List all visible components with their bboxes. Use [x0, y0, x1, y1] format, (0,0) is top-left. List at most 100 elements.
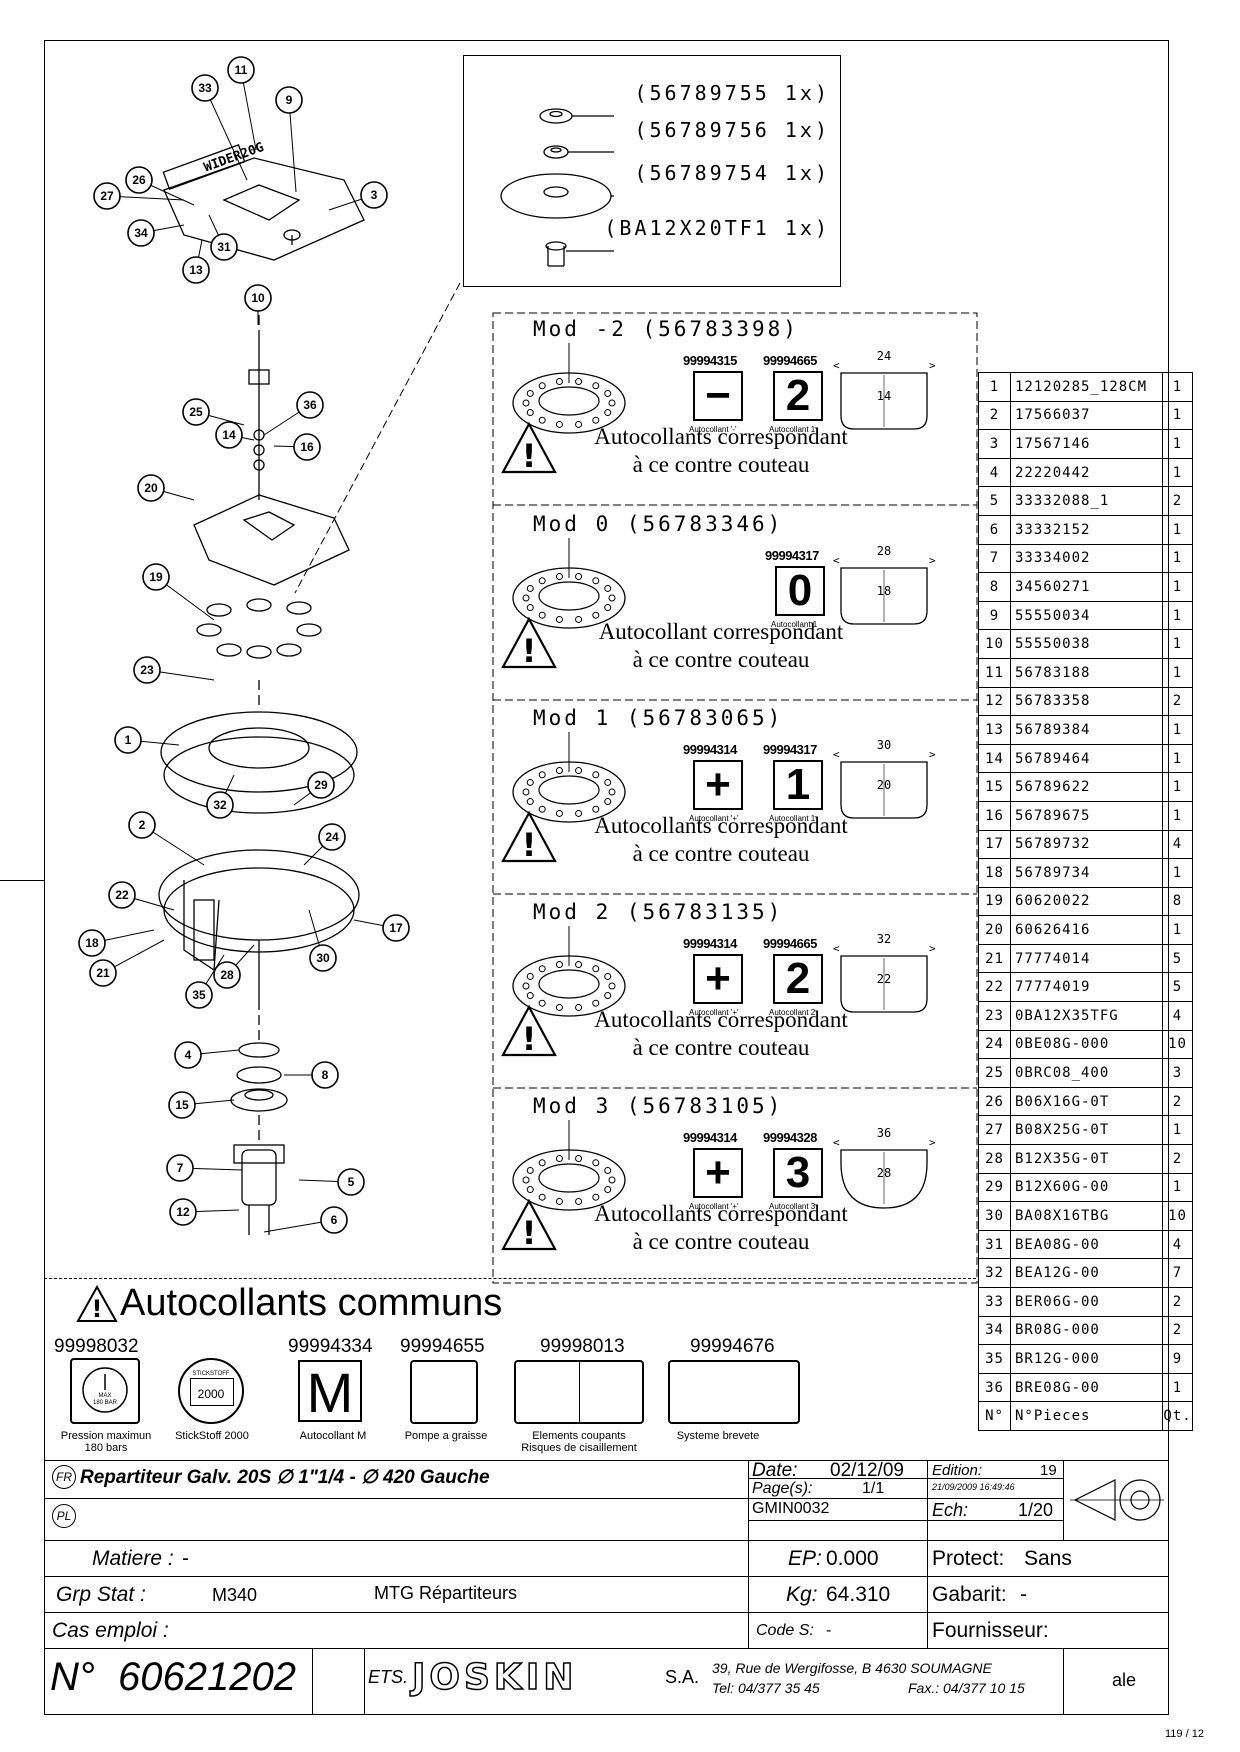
callout-balloon: 12 [169, 1198, 240, 1226]
part-number-cell: 15 [978, 772, 1011, 802]
part-number-cell: 22 [978, 972, 1011, 1003]
table-row: 26 B06X16G-0T 2 [978, 1086, 1193, 1117]
callout-balloon: 17 [353, 914, 410, 942]
gauge-inner-value: 20 [876, 778, 892, 792]
callout-number: 35 [192, 988, 206, 1002]
table-row: 29 B12X60G-00 1 [978, 1172, 1193, 1203]
sticker-symbol: 3 [773, 1148, 823, 1198]
table-row: 17 56789732 4 [978, 829, 1193, 860]
gauge-shape-icon: < > [833, 944, 936, 1013]
part-number-cell: 13 [978, 715, 1011, 745]
callout-number: 4 [185, 1048, 192, 1062]
common-label-4: Pompe a graisse [404, 1430, 488, 1442]
callout-number: 30 [316, 951, 330, 965]
table-row: 5 33332088_1 2 [978, 486, 1193, 516]
callout-number: 23 [140, 663, 154, 677]
sticker-code: 99994665 [763, 936, 817, 951]
mtg-value: MTG Répartiteurs [374, 1583, 518, 1603]
date-value: 02/12/09 [830, 1460, 904, 1481]
part-ref-cell: 33332088_1 [1010, 486, 1163, 516]
table-row: 28 B12X35G-0T 2 [978, 1144, 1193, 1174]
page-counter: 119 / 12 [1165, 1728, 1204, 1740]
warning-triangle-icon: ! [501, 810, 557, 864]
part-ref-cell: 56789464 [1010, 743, 1163, 774]
part-ref-cell: 12120285_128CM [1010, 372, 1163, 402]
common-code-6: 99994676 [690, 1336, 775, 1357]
svg-text:>: > [929, 944, 936, 955]
table-row: 24 0BE08G-000 10 [978, 1029, 1193, 1060]
svg-text:<: < [833, 944, 840, 955]
callout-number: 27 [100, 189, 114, 203]
svg-text:>: > [929, 556, 936, 567]
part-number-cell: 3 [978, 429, 1011, 459]
sticker-code: 99994665 [763, 353, 817, 368]
grp-label: Grp Stat : [56, 1583, 146, 1606]
table-row: 30 BA08X16TBG 10 [978, 1201, 1193, 1231]
part-ref-cell: 0BA12X35TFG [1010, 1001, 1163, 1031]
part-ref-cell: 77774014 [1010, 943, 1163, 974]
callout-balloon: 20 [137, 474, 195, 502]
part-number-cell: 19 [978, 886, 1011, 917]
inset-label-3: (56789754 1x) [634, 161, 830, 185]
table-row: 23 0BA12X35TFG 4 [978, 1001, 1193, 1031]
inset-box: (56789755 1x) (56789756 1x) (56789754 1x… [463, 55, 841, 287]
table-row: 21 77774014 5 [978, 943, 1193, 974]
ech-label: Ech: [932, 1500, 969, 1520]
sticker-symbol: 2 [773, 371, 823, 421]
part-qty-cell: 7 [1162, 1258, 1193, 1288]
callout-number: 25 [189, 405, 203, 419]
callout-number: 31 [217, 240, 231, 254]
svg-text:>: > [929, 361, 936, 372]
kg-label: Kg: [786, 1583, 818, 1606]
table-row: 16 56789675 1 [978, 800, 1193, 831]
size-gauge: 30 < > 20 [829, 738, 939, 838]
common-code-1: 99998032 [54, 1336, 139, 1357]
part-ref-cell: 77774019 [1010, 972, 1163, 1003]
callout-number: 33 [198, 81, 212, 95]
cutting-disc-icon [512, 1120, 626, 1211]
mod-title: Mod 0 (56783346) [533, 512, 784, 536]
part-qty-cell: 1 [1162, 600, 1193, 631]
sticker-label: Autocollant 1 [769, 425, 816, 434]
part-number-cell: 18 [978, 858, 1011, 888]
part-qty-cell: 1 [1162, 772, 1193, 802]
sticker-symbol: + [693, 760, 743, 810]
part-number-cell: 6 [978, 514, 1011, 545]
table-row: 36 BRE08G-00 1 [978, 1372, 1193, 1403]
warning-triangle-icon: ! [501, 1198, 557, 1252]
inset-label-1: (56789755 1x) [634, 81, 830, 105]
table-row: 1 12120285_128CM 1 [978, 372, 1193, 402]
sticker-code: 99994314 [683, 936, 737, 951]
callout-number: 22 [115, 888, 129, 902]
common-code-3: 99994334 [288, 1336, 373, 1357]
part-number-cell: 4 [978, 457, 1011, 488]
sticker-symbol: + [693, 954, 743, 1004]
callout-balloon: 15 [168, 1091, 235, 1119]
part-number-cell: 14 [978, 743, 1011, 774]
callout-balloon: 21 [89, 939, 165, 987]
table-row: 32 BEA12G-00 7 [978, 1258, 1193, 1288]
mod-title: Mod 3 (56783105) [533, 1094, 784, 1118]
callout-number: 18 [85, 936, 99, 950]
callout-balloon: 19 [142, 563, 215, 621]
cutting-disc-icon [512, 343, 626, 434]
table-row: 33 BER06G-00 2 [978, 1287, 1193, 1317]
part-number-cell: 2 [978, 400, 1011, 431]
address: 39, Rue de Wergifosse, B 4630 SOUMAGNE [712, 1660, 992, 1676]
sticker-label: Autocollant '+' [689, 814, 739, 823]
callout-balloon: 29 [293, 771, 335, 806]
callout-balloon: 9 [275, 86, 303, 193]
sticker-code: 99994315 [683, 353, 737, 368]
mod-title: Mod -2 (56783398) [533, 317, 799, 341]
callout-number: 20 [144, 481, 158, 495]
grease-pump-sticker [410, 1360, 478, 1424]
part-qty-cell: 1 [1162, 372, 1193, 402]
part-ref-cell: B08X25G-0T [1010, 1115, 1163, 1146]
svg-text:>: > [929, 1138, 936, 1149]
callout-balloon: 23 [133, 656, 215, 684]
part-qty-cell: 1 [1162, 715, 1193, 745]
sticker-label: Autocollant 3 [769, 1202, 816, 1211]
gauge-inner-value: 18 [876, 584, 892, 598]
common-code-5: 99998013 [540, 1336, 625, 1357]
